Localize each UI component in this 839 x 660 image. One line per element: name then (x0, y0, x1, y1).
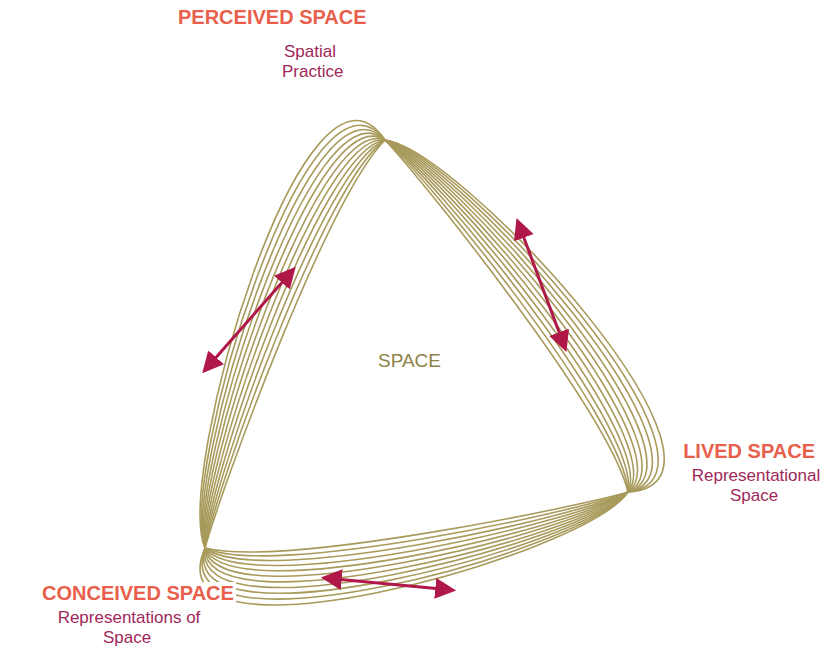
weave-curve (203, 133, 647, 587)
weave-curve (205, 140, 629, 560)
weave-curve (201, 125, 658, 599)
corner-subtitle: Spatial Practice (282, 42, 372, 81)
corner-heading: CONCEIVED SPACE (40, 582, 236, 605)
corner-heading: LIVED SPACE (681, 440, 817, 463)
corner-heading-text: CONCEIVED SPACE (40, 582, 236, 604)
weave-curve (205, 140, 631, 565)
weave-curve (205, 140, 628, 556)
corner-heading: PERCEIVED SPACE (176, 6, 369, 29)
weave-curve (200, 121, 664, 605)
center-label-text: SPACE (376, 350, 443, 371)
corner-heading-text: PERCEIVED SPACE (176, 6, 369, 28)
corner-subtitle-text: Representational Space (690, 466, 821, 505)
corner-heading-text: LIVED SPACE (681, 440, 817, 462)
relation-arrow (205, 270, 293, 370)
weave-curve (205, 140, 634, 571)
weave-curve (205, 138, 638, 576)
weave-curve (204, 136, 642, 582)
relation-arrow (325, 578, 452, 590)
corner-subtitle-text: Representations of Space (56, 608, 201, 647)
corner-subtitle-text: Spatial Practice (282, 42, 345, 81)
corner-subtitle: Representational Space (677, 466, 833, 505)
relation-arrow (518, 222, 565, 348)
corner-subtitle: Representations of Space (40, 608, 216, 647)
center-label: SPACE (376, 350, 443, 372)
